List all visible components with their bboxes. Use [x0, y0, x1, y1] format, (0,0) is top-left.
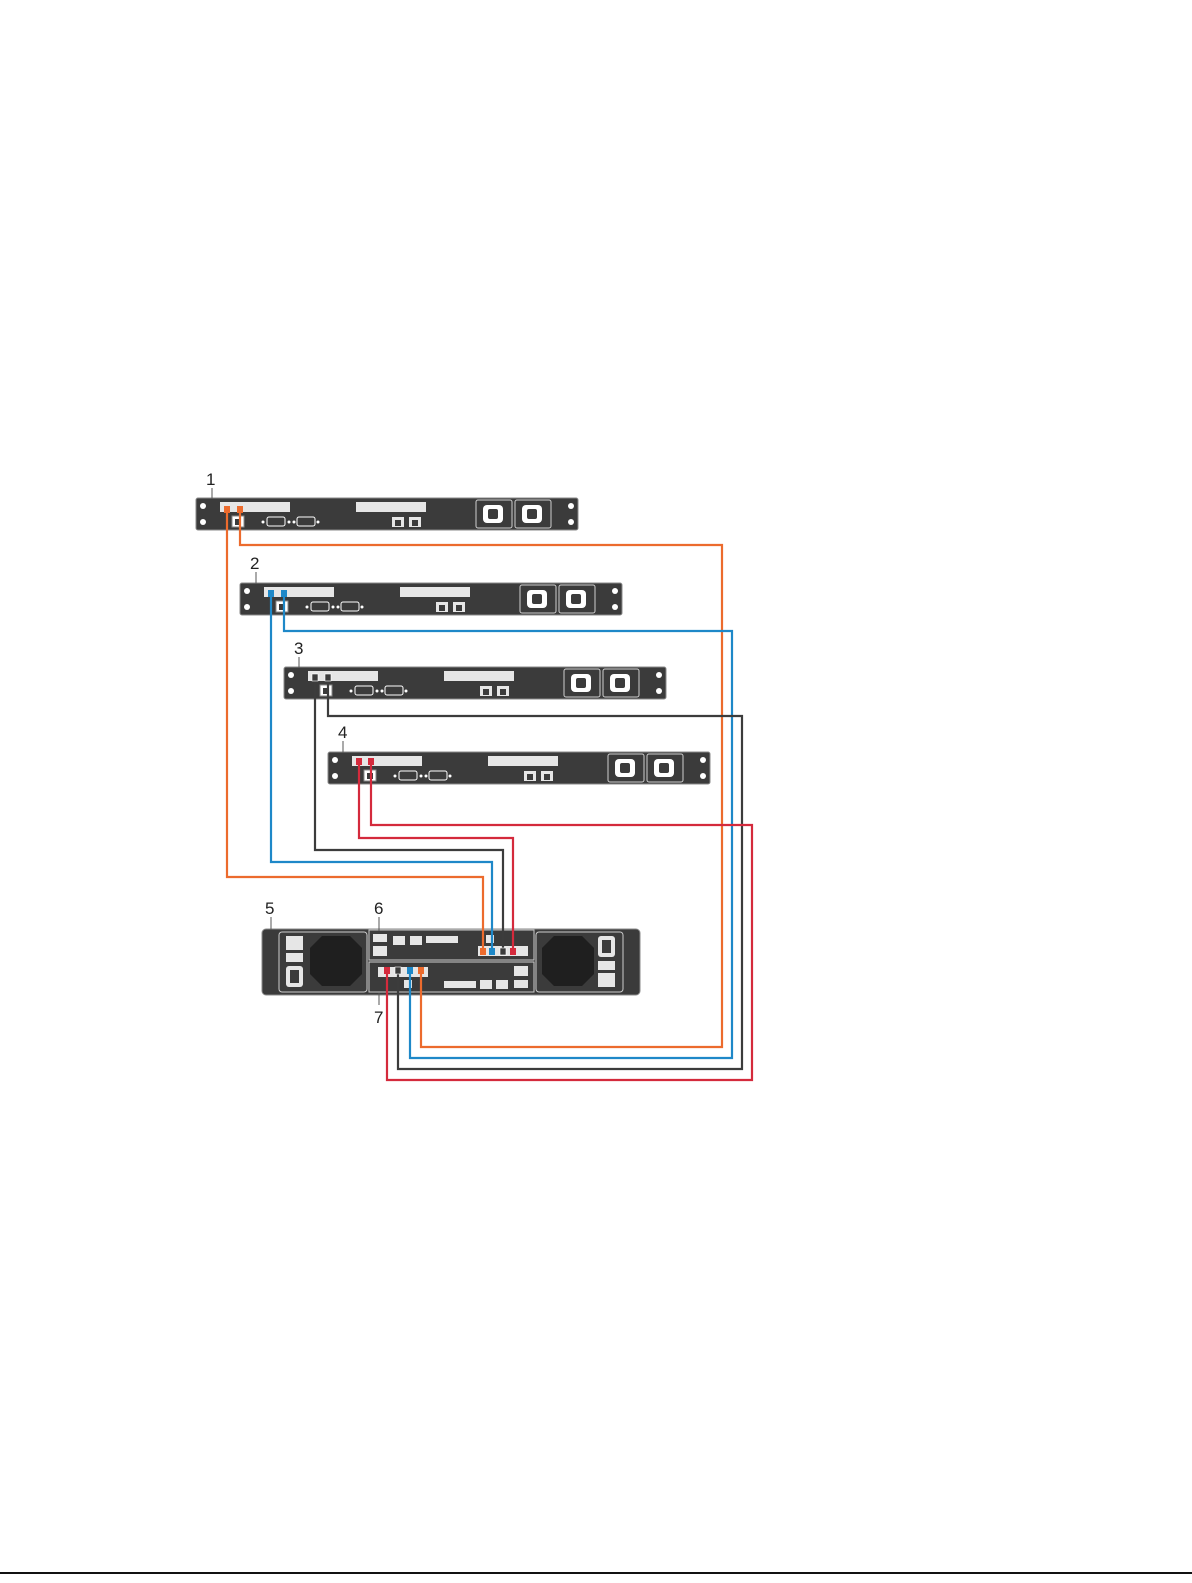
callout-3: 3: [294, 639, 303, 658]
server-unit-3: [284, 667, 666, 699]
callout-1: 1: [206, 470, 215, 489]
cable-orange-a: [227, 510, 483, 948]
callout-5: 5: [265, 899, 274, 918]
cable-red-a: [359, 762, 513, 948]
callout-4: 4: [338, 723, 347, 742]
fan-icon: [542, 936, 594, 986]
controller-module-top: [369, 930, 534, 960]
callout-leaders: [212, 488, 379, 1005]
callout-7: 7: [374, 1008, 383, 1027]
cable-red-b: [371, 762, 752, 1080]
controller-module-bottom: [369, 962, 534, 992]
fan-icon: [310, 936, 362, 986]
cable-gray-a: [315, 678, 503, 948]
page-bottom-rule: [0, 1572, 1192, 1574]
cable-gray-b: [328, 678, 742, 1069]
callout-6: 6: [374, 899, 383, 918]
server-unit-2: [240, 583, 622, 615]
storage-enclosure: [262, 929, 640, 995]
callout-2: 2: [250, 554, 259, 573]
server-unit-4: [328, 752, 710, 784]
server-unit-1: [196, 498, 578, 530]
